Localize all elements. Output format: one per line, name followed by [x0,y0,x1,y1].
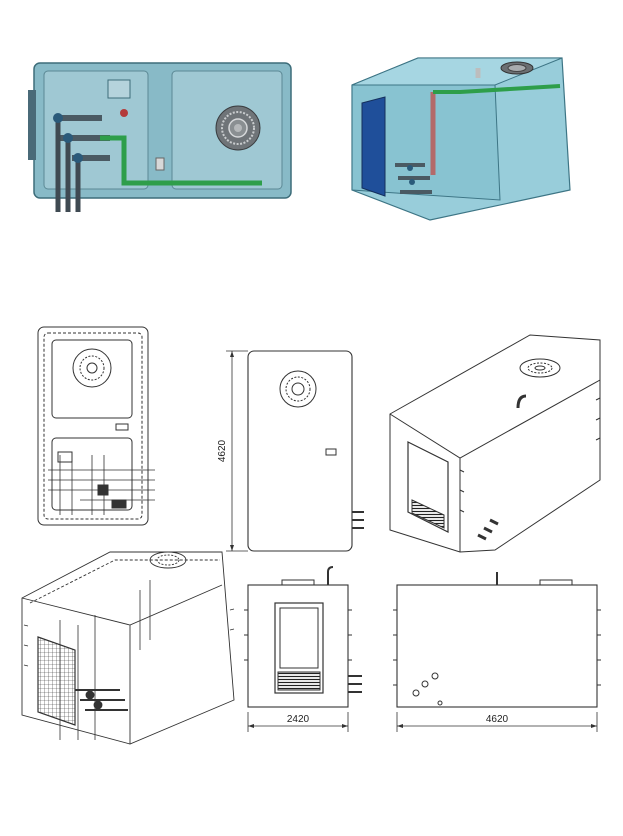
color-isometric-view [351,57,571,221]
wireframe-plan-view [37,326,155,526]
isometric-manhole-icon [500,61,534,75]
line-isometric-view [389,334,601,553]
height-dimension-label: 4620 [217,439,228,462]
side-elevation-view: 4620 [393,572,601,732]
manhole-cover-icon [215,105,261,151]
wire-iso-manhole-icon [149,551,187,569]
color-top-view [28,62,292,212]
iso-manhole-icon [519,358,561,378]
side-width-dimension-label: 4620 [486,714,509,725]
plan-manhole-icon [279,370,317,408]
front-width-dimension-label: 2420 [287,714,310,725]
wireframe-isometric-view [21,551,235,745]
front-elevation-view: 2420 [244,566,362,732]
dimensioned-plan-view: 4620 [217,350,364,552]
